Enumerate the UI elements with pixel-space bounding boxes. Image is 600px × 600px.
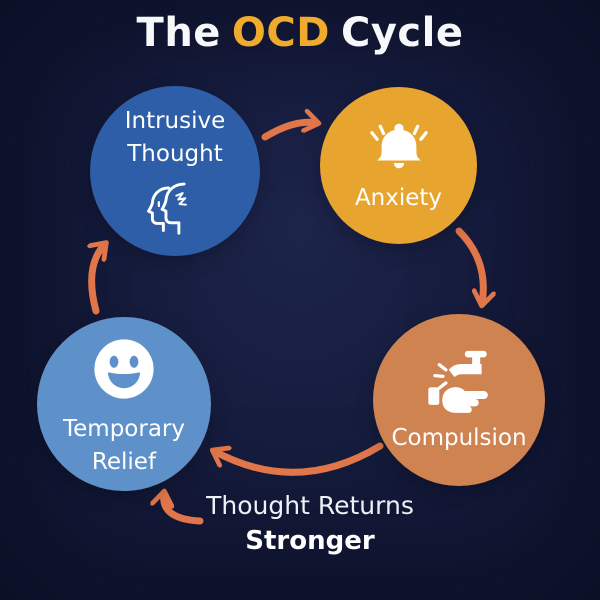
node-label: Temporary Relief <box>63 415 185 475</box>
page-title: The OCD Cycle <box>0 10 600 56</box>
title-highlight: OCD <box>231 10 330 56</box>
arrow-relief-to-intrusive-icon <box>92 244 105 315</box>
node-compulsion: Compulsion <box>373 314 545 486</box>
node-anxiety: Anxiety <box>320 87 477 244</box>
arrow-intrusive-to-anxiety-icon <box>261 122 317 141</box>
node-label: Compulsion <box>391 424 527 451</box>
arrow-anxiety-to-compulsion-icon <box>455 227 483 304</box>
footnote-line1: Thought Returns <box>206 491 414 520</box>
node-temporary-relief: Temporary Relief <box>37 317 211 491</box>
node-intrusive-thought: Intrusive Thought <box>90 86 260 256</box>
footnote: Thought Returns Stronger <box>150 490 470 556</box>
node-label: Anxiety <box>354 184 443 211</box>
title-prefix: The <box>136 10 221 56</box>
hand-washing-icon <box>428 350 488 413</box>
smiley-face-icon <box>94 339 154 399</box>
overlapping-heads-icon <box>147 182 187 235</box>
footnote-line2: Stronger <box>245 526 375 557</box>
node-label: Intrusive Thought <box>124 107 226 167</box>
ringing-bell-icon <box>369 123 428 169</box>
arrow-compulsion-to-relief-icon <box>214 442 384 476</box>
title-suffix: Cycle <box>340 10 464 56</box>
